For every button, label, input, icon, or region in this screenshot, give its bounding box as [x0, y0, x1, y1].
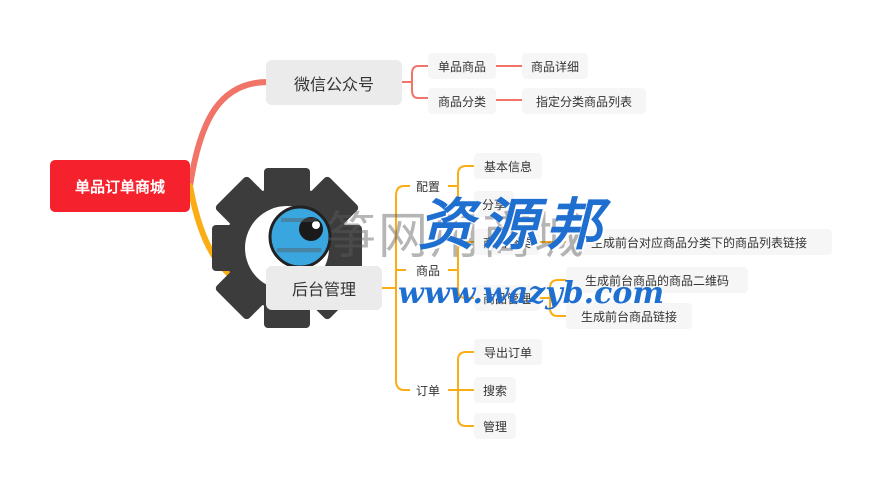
node-export-order[interactable]: 导出订单	[474, 339, 542, 365]
node-basic-info[interactable]: 基本信息	[474, 153, 542, 179]
node-wechat[interactable]: 微信公众号	[266, 60, 402, 105]
root-node[interactable]: 单品订单商城	[50, 160, 190, 212]
node-goods-link[interactable]: 生成前台商品链接	[566, 303, 692, 329]
node-goods[interactable]: 商品	[415, 263, 440, 278]
node-category-link[interactable]: 生成前台对应商品分类下的商品列表链接	[566, 229, 832, 255]
node-goods-detail[interactable]: 商品详细	[522, 53, 588, 79]
node-order[interactable]: 订单	[415, 383, 440, 398]
node-category-list[interactable]: 指定分类商品列表	[522, 88, 646, 114]
node-admin-goods-category[interactable]: 商品分类	[474, 229, 540, 255]
node-qrcode[interactable]: 生成前台商品的商品二维码	[566, 267, 748, 293]
connector-admin-bracket	[382, 185, 410, 391]
node-single-goods[interactable]: 单品商品	[428, 53, 496, 79]
node-share[interactable]: 分享	[474, 191, 514, 217]
node-manage[interactable]: 管理	[474, 413, 516, 439]
node-search[interactable]: 搜索	[474, 377, 516, 403]
connector-config	[448, 165, 474, 205]
node-goods-manage[interactable]: 商品管理	[474, 285, 540, 311]
connector-order	[448, 351, 474, 427]
connector-wechat-leaves	[496, 65, 522, 101]
eye-icon	[268, 205, 332, 269]
connector-goods-manage-leaves	[540, 279, 566, 317]
node-config[interactable]: 配置	[415, 179, 440, 194]
node-wechat-goods-category[interactable]: 商品分类	[428, 88, 496, 114]
connector-wechat-bracket	[402, 65, 428, 99]
connector-root-wechat	[187, 79, 271, 189]
connector-goods	[448, 241, 474, 299]
node-admin[interactable]: 后台管理	[266, 266, 382, 310]
